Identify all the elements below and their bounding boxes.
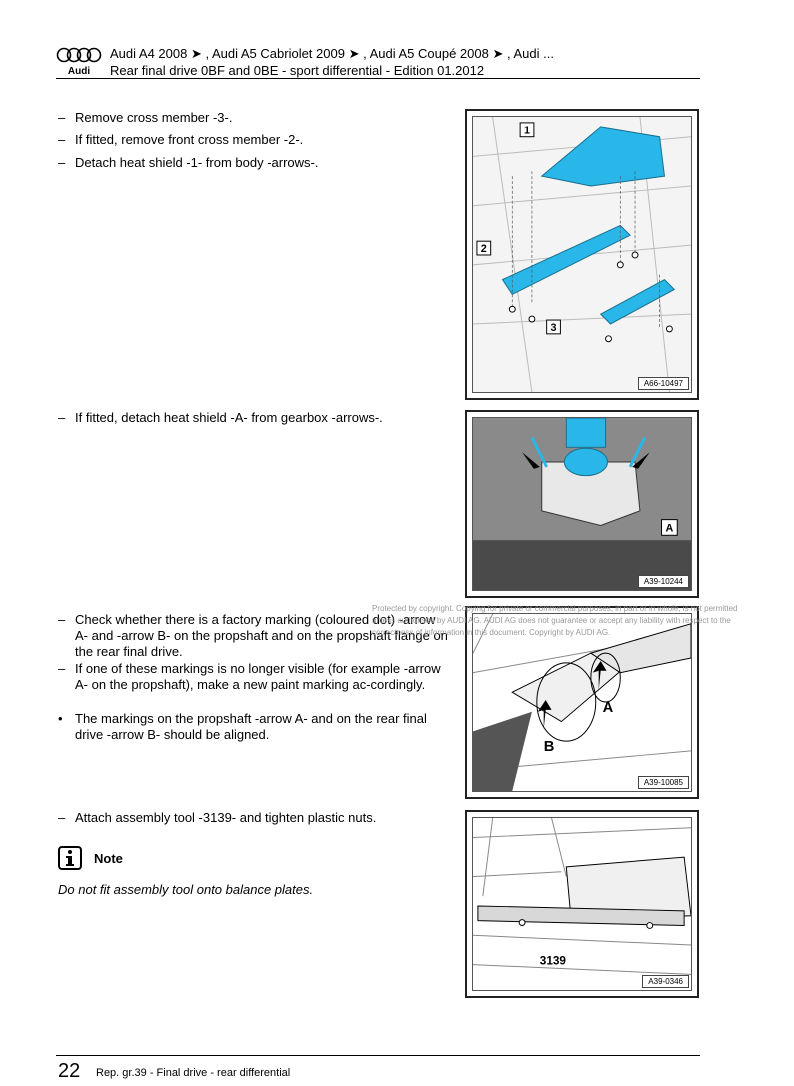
figure-heat-shield-body: 1 2 3 A66-10497 (465, 109, 699, 400)
figure-image: 1 2 3 (472, 116, 692, 393)
figure-code: A39-0346 (642, 975, 689, 988)
figure-heat-shield-gearbox: A A39-10244 (465, 410, 699, 598)
step-text: Attach assembly tool -3139- and tighten … (75, 810, 377, 825)
document-title: Rear final drive 0BF and 0BE - sport dif… (110, 63, 485, 78)
figure-label: B (544, 739, 555, 755)
propshaft-illustration: A B (473, 614, 691, 791)
figure-label: 3 (551, 322, 557, 334)
step-text: If fitted, remove front cross member -2-… (75, 132, 304, 147)
page-number: 22 (58, 1060, 81, 1082)
model-list: Audi A4 2008 ➤ , Audi A5 Cabriolet 2009 … (110, 46, 554, 61)
note-label: Note (94, 851, 123, 866)
figure-image: A (472, 417, 692, 591)
figure-label: A (603, 700, 614, 716)
step-text: Check whether there is a factory marking… (75, 612, 448, 659)
step-text: Remove cross member -3-. (75, 110, 233, 125)
figure-code: A66-10497 (637, 377, 689, 390)
step-bullet: – (58, 132, 66, 147)
step-bullet: – (58, 661, 66, 676)
figure-image: A B (472, 613, 692, 792)
note-text: Do not fit assembly tool onto balance pl… (58, 882, 314, 897)
gearbox-illustration: A (473, 418, 691, 590)
logo-text: Audi (68, 66, 90, 77)
figure-code: A39-10085 (637, 776, 689, 789)
underbody-illustration: 1 2 3 (473, 117, 691, 392)
figure-assembly-tool: 3139 A39-0346 (465, 810, 699, 998)
step-bullet: – (58, 410, 66, 425)
step-text: Detach heat shield -1- from body -arrows… (75, 155, 319, 170)
audi-logo: Audi (56, 47, 102, 77)
figure-code: A39-10244 (637, 575, 689, 588)
step-bullet: • (58, 711, 63, 726)
figure-label: A (665, 522, 673, 534)
figure-image: 3139 (472, 817, 692, 991)
step-bullet: – (58, 612, 66, 627)
figure-label: 3139 (540, 955, 567, 968)
header-divider (56, 78, 700, 79)
step-bullet: – (58, 110, 66, 125)
figure-propshaft-marking: A B A39-10085 (465, 606, 699, 799)
info-icon (58, 846, 82, 870)
copyright-notice: Protected by copyright. Copying for priv… (372, 604, 738, 637)
assembly-tool-illustration: 3139 (473, 818, 691, 990)
page-header: Audi Audi A4 2008 ➤ , Audi A5 Cabriolet … (56, 44, 700, 80)
step-bullet: – (58, 155, 66, 170)
step-text: The markings on the propshaft -arrow A- … (75, 711, 427, 742)
step-bullet: – (58, 810, 66, 825)
figure-label: 2 (481, 243, 487, 255)
footer-section-title: Rep. gr.39 - Final drive - rear differen… (96, 1067, 291, 1079)
figure-label: 1 (524, 125, 530, 137)
footer-divider (56, 1055, 700, 1056)
step-text: If one of these markings is no longer vi… (75, 661, 441, 692)
step-text: If fitted, detach heat shield -A- from g… (75, 410, 383, 425)
